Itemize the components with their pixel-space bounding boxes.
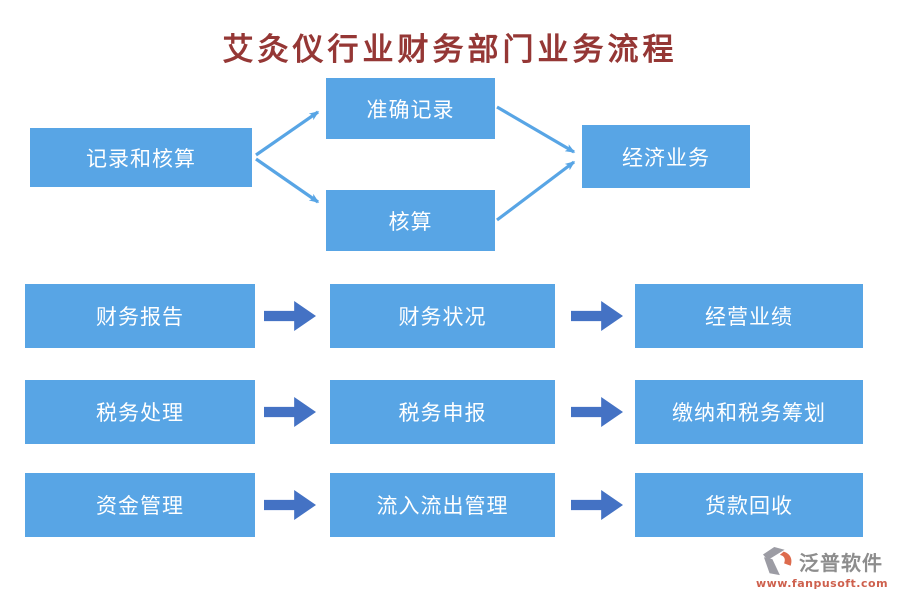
- right-block-arrow-icon: [571, 490, 623, 520]
- row2-middle-box: 税务申报: [330, 380, 555, 444]
- row3-middle-box: 流入流出管理: [330, 473, 555, 537]
- right-block-arrow-icon: [571, 397, 623, 427]
- arrow-branch-top-to-target-icon: [496, 105, 576, 154]
- row1-end-box: 经营业绩: [635, 284, 863, 348]
- right-block-arrow-icon: [264, 301, 316, 331]
- flow-box-accurate-record: 准确记录: [326, 78, 495, 139]
- row3-start-box: 资金管理: [25, 473, 255, 537]
- flow-box-accounting: 核算: [326, 190, 495, 251]
- fanpu-logo-icon: [763, 546, 792, 576]
- brand-watermark: 泛普软件 www.fanpusoft.com: [748, 546, 896, 590]
- flow-box-record-and-accounting: 记录和核算: [30, 128, 252, 187]
- arrow-branch-bottom-to-target-icon: [496, 160, 576, 222]
- right-block-arrow-icon: [264, 397, 316, 427]
- page-title: 艾灸仪行业财务部门业务流程: [222, 32, 678, 68]
- flow-box-economic-business: 经济业务: [582, 125, 750, 188]
- brand-url: www.fanpusoft.com: [755, 577, 889, 590]
- arrow-source-to-branch-bottom-icon: [255, 157, 320, 204]
- row3-end-box: 货款回收: [635, 473, 863, 537]
- row2-end-box: 缴纳和税务筹划: [635, 380, 863, 444]
- brand-name: 泛普软件: [799, 550, 883, 575]
- right-block-arrow-icon: [571, 301, 623, 331]
- row1-start-box: 财务报告: [25, 284, 255, 348]
- right-block-arrow-icon: [264, 490, 316, 520]
- arrow-source-to-branch-top-icon: [255, 110, 320, 157]
- row2-start-box: 税务处理: [25, 380, 255, 444]
- row1-middle-box: 财务状况: [330, 284, 555, 348]
